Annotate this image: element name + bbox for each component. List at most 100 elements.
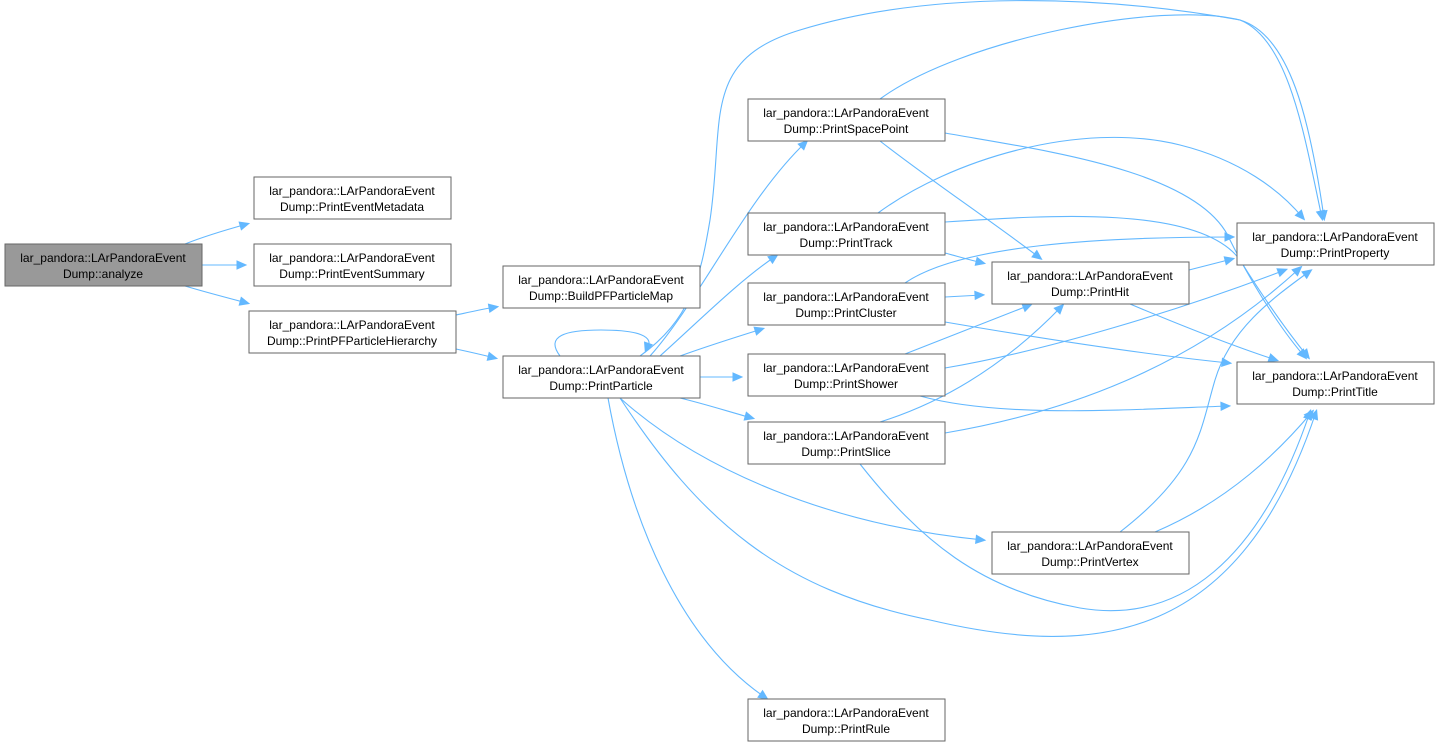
node-print-slice[interactable]: lar_pandora::LArPandoraEvent Dump::Print… (747, 421, 946, 465)
edge-PrintPFParticleHierarchy-to-BuildPFParticleMap (455, 303, 500, 316)
node-label-line2: Dump::PrintEventSummary (279, 267, 424, 281)
edge-PrintCluster-to-PrintHit (944, 290, 986, 301)
node-label-line2: Dump::PrintRule (802, 722, 890, 736)
edge-PrintParticle-to-PrintParticle (554, 329, 653, 357)
node-print-shower[interactable]: lar_pandora::LArPandoraEvent Dump::Print… (747, 353, 946, 397)
edge-arrowhead (1276, 268, 1289, 278)
edge-PrintTrack-to-PrintTitle (944, 215, 1311, 360)
node-print-hit[interactable]: lar_pandora::LArPandoraEvent Dump::Print… (991, 261, 1190, 305)
edges-layer (184, 0, 1328, 700)
edge-line (607, 397, 767, 699)
node-box (747, 212, 946, 256)
node-print-particle[interactable]: lar_pandora::LArPandoraEvent Dump::Print… (502, 355, 701, 399)
node-box (747, 698, 946, 742)
node-print-property[interactable]: lar_pandora::LArPandoraEvent Dump::Print… (1236, 222, 1435, 266)
edge-line (619, 397, 1317, 637)
edge-arrowhead (797, 139, 809, 151)
edge-PrintParticle-to-PrintCluster (679, 326, 766, 357)
node-label-line2: Dump::PrintCluster (795, 306, 896, 320)
node-label-line2: Dump::PrintEventMetadata (280, 200, 424, 214)
edge-arrowhead (238, 221, 251, 231)
node-label-line2: Dump::PrintSlice (801, 445, 891, 459)
node-label-line1: lar_pandora::LArPandoraEvent (20, 251, 186, 265)
node-print-cluster[interactable]: lar_pandora::LArPandoraEvent Dump::Print… (747, 282, 946, 326)
node-label-line1: lar_pandora::LArPandoraEvent (763, 106, 929, 120)
node-box (253, 243, 452, 287)
node-print-event-summary[interactable]: lar_pandora::LArPandoraEvent Dump::Print… (253, 243, 452, 287)
edge-arrowhead (487, 303, 500, 313)
node-print-title[interactable]: lar_pandora::LArPandoraEvent Dump::Print… (1236, 361, 1435, 405)
edge-PrintSlice-to-PrintHit (879, 303, 1065, 423)
edge-arrowhead (974, 256, 987, 266)
edge-PrintParticle-to-PrintTitle (619, 397, 1319, 637)
edge-arrowhead (757, 689, 769, 700)
edge-arrowhead (974, 290, 986, 301)
node-box (991, 261, 1190, 305)
edge-line (879, 140, 1041, 259)
edge-line (1129, 303, 1277, 361)
edge-arrowhead (486, 351, 499, 361)
node-label-line1: lar_pandora::LArPandoraEvent (763, 706, 929, 720)
edge-arrowhead (238, 296, 251, 306)
node-analyze[interactable]: lar_pandora::LArPandoraEvent Dump::analy… (4, 243, 203, 287)
edge-line (1119, 270, 1311, 533)
node-box (4, 243, 203, 287)
edge-PrintSlice-to-PrintProperty (944, 265, 1303, 434)
node-label-line1: lar_pandora::LArPandoraEvent (518, 363, 684, 377)
edge-PrintParticle-to-PrintVertex (619, 397, 987, 544)
node-label-line1: lar_pandora::LArPandoraEvent (269, 184, 435, 198)
node-label-line2: Dump::PrintPFParticleHierarchy (267, 334, 437, 348)
edge-PrintParticle-to-PrintProperty (639, 0, 1328, 357)
node-label-line1: lar_pandora::LArPandoraEvent (269, 318, 435, 332)
node-print-vertex[interactable]: lar_pandora::LArPandoraEvent Dump::Print… (991, 531, 1190, 575)
edge-arrowhead (1053, 303, 1065, 315)
edge-PrintParticle-to-PrintTrack (659, 254, 779, 357)
edge-PrintVertex-to-PrintTitle (1154, 409, 1315, 533)
node-label-line1: lar_pandora::LArPandoraEvent (1007, 539, 1173, 553)
node-label-line2: Dump::PrintVertex (1041, 555, 1138, 569)
node-print-space-point[interactable]: lar_pandora::LArPandoraEvent Dump::Print… (747, 98, 946, 142)
edge-arrowhead (1301, 269, 1313, 280)
edge-PrintCluster-to-PrintProperty (904, 232, 1236, 284)
edge-line (859, 411, 1311, 612)
node-print-event-metadata[interactable]: lar_pandora::LArPandoraEvent Dump::Print… (253, 176, 452, 220)
node-print-pfparticle-hierarchy[interactable]: lar_pandora::LArPandoraEvent Dump::Print… (248, 310, 457, 354)
edge-line (904, 236, 1233, 284)
node-label-line2: Dump::PrintTitle (1292, 385, 1378, 399)
node-box (991, 531, 1190, 575)
node-print-rule[interactable]: lar_pandora::LArPandoraEvent Dump::Print… (747, 698, 946, 742)
edge-PrintHit-to-PrintTitle (1129, 303, 1280, 363)
node-box (747, 421, 946, 465)
edge-arrowhead (1291, 265, 1303, 277)
edge-arrowhead (1294, 209, 1306, 221)
edge-line (184, 285, 248, 304)
edge-arrowhead (767, 254, 779, 265)
node-label-line1: lar_pandora::LArPandoraEvent (269, 251, 435, 265)
edge-analyze-to-PrintPFParticleHierarchy (184, 285, 251, 306)
edge-line (619, 397, 984, 541)
node-label-line1: lar_pandora::LArPandoraEvent (1007, 269, 1173, 283)
edge-arrowhead (1220, 401, 1232, 412)
edge-arrowhead (732, 372, 744, 382)
edge-line (679, 328, 763, 357)
edge-PrintShower-to-PrintProperty (944, 268, 1289, 369)
node-print-track[interactable]: lar_pandora::LArPandoraEvent Dump::Print… (747, 212, 946, 256)
node-label-line2: Dump::PrintSpacePoint (784, 122, 909, 136)
node-box (1236, 361, 1435, 405)
edge-line (904, 304, 1031, 355)
edge-line (184, 223, 248, 245)
edge-arrowhead (1267, 353, 1280, 363)
node-box (248, 310, 457, 354)
node-label-line1: lar_pandora::LArPandoraEvent (763, 290, 929, 304)
edge-arrowhead (643, 341, 653, 354)
node-label-line1: lar_pandora::LArPandoraEvent (763, 220, 929, 234)
node-label-line2: Dump::analyze (63, 267, 143, 281)
node-box (502, 355, 701, 399)
edge-line (944, 267, 1301, 434)
edge-PrintParticle-to-PrintSlice (679, 397, 756, 421)
edge-arrowhead (1315, 209, 1326, 222)
edge-arrowhead (743, 411, 756, 421)
node-build-pfparticle-map[interactable]: lar_pandora::LArPandoraEvent Dump::Build… (502, 265, 701, 309)
edge-arrowhead (1223, 256, 1236, 266)
edge-arrowhead (753, 326, 766, 336)
